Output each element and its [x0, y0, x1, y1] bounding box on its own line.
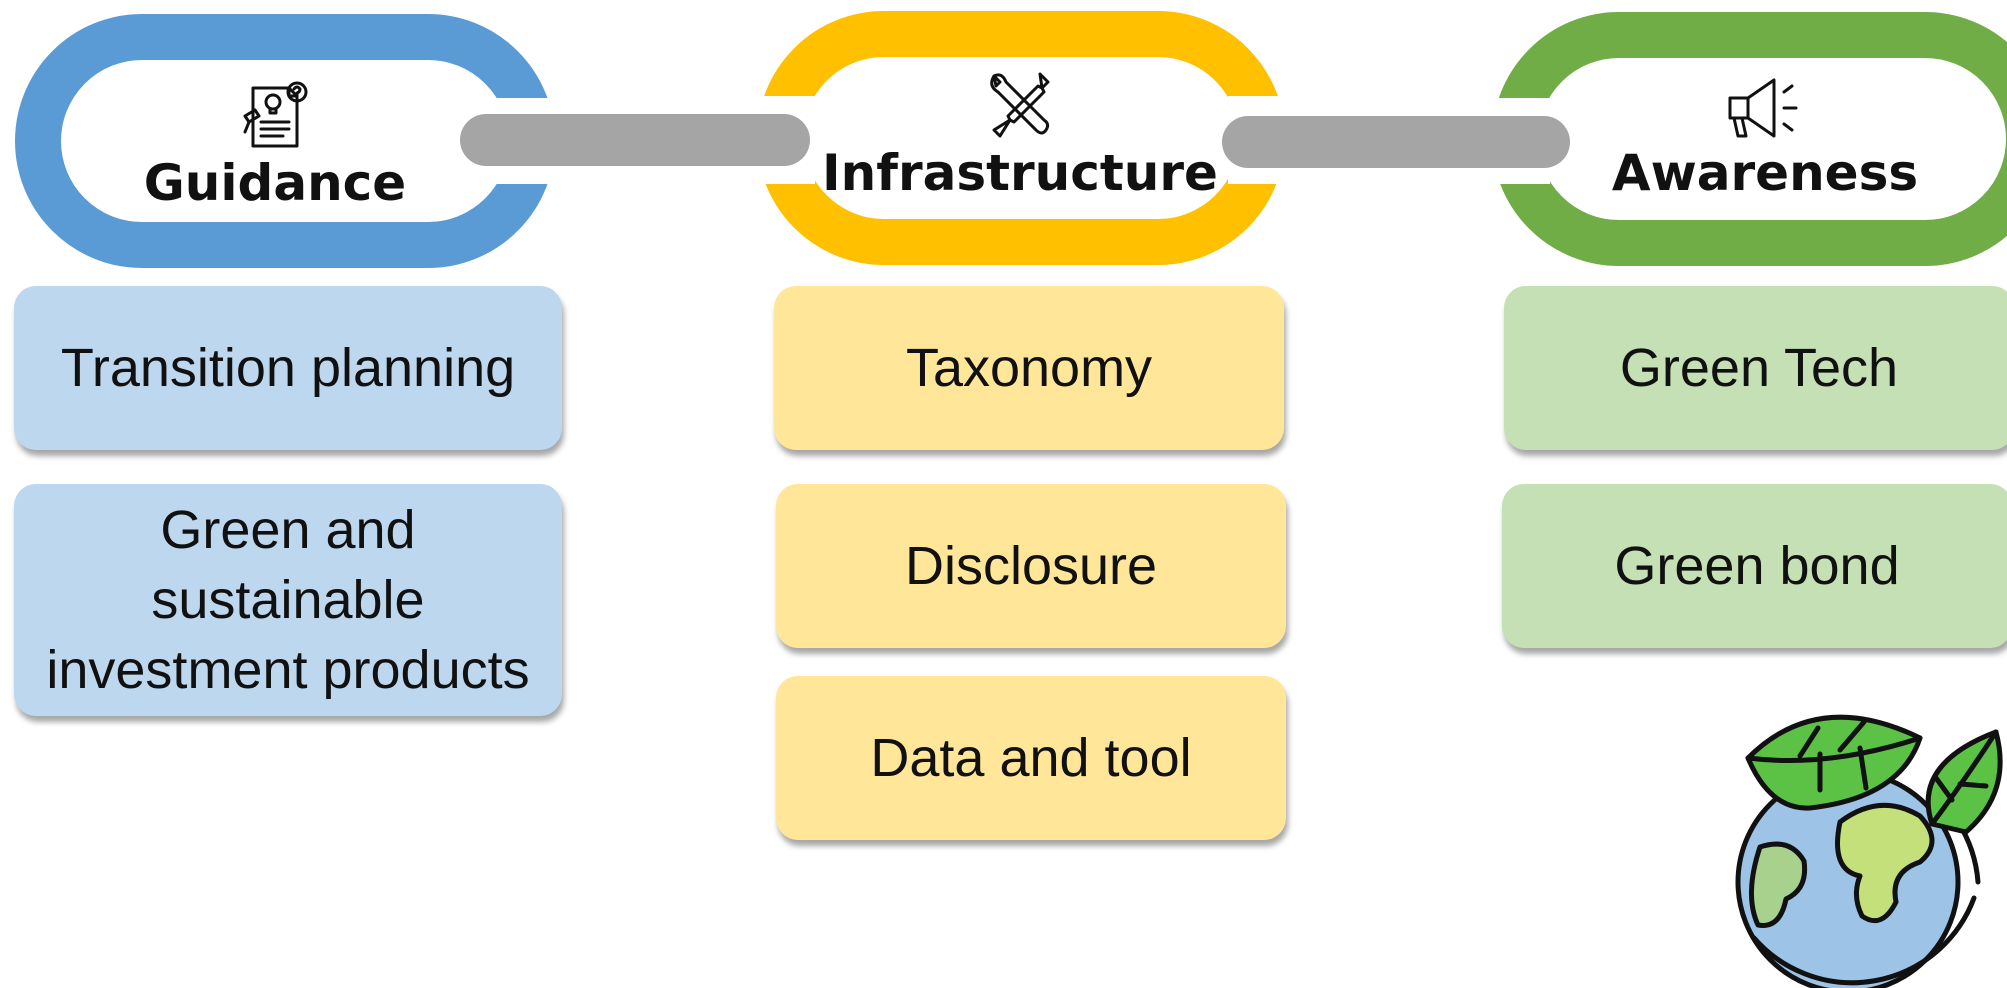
infrastructure-item-data-and-tool: Data and tool	[776, 676, 1286, 840]
infrastructure-item-taxonomy: Taxonomy	[774, 286, 1284, 450]
tools-icon	[990, 72, 1050, 138]
infrastructure-item-disclosure: Disclosure	[776, 484, 1286, 648]
awareness-link	[1492, 12, 2007, 266]
connector-guidance-overlap	[460, 114, 620, 166]
infrastructure-title: Infrastructure	[822, 144, 1218, 202]
connector-infrastructure-overlap-right	[1222, 116, 1332, 168]
guidance-item-transition-planning: Transition planning	[14, 286, 562, 450]
awareness-item-green-bond: Green bond	[1502, 484, 2007, 648]
megaphone-icon	[1728, 78, 1798, 138]
awareness-header: Awareness	[1555, 60, 1975, 210]
document-idea-icon	[243, 81, 308, 148]
guidance-item-green-products: Green and sustainable investment product…	[14, 484, 562, 716]
connector-infrastructure-overlap-left	[700, 114, 810, 166]
earth-leaves-icon	[1735, 714, 2003, 988]
infrastructure-header: Infrastructure	[810, 58, 1230, 208]
awareness-item-green-tech: Green Tech	[1504, 286, 2007, 450]
guidance-title: Guidance	[143, 154, 407, 212]
guidance-header: Guidance	[60, 62, 490, 222]
connector-awareness-overlap	[1440, 116, 1570, 168]
awareness-title: Awareness	[1611, 144, 1919, 202]
